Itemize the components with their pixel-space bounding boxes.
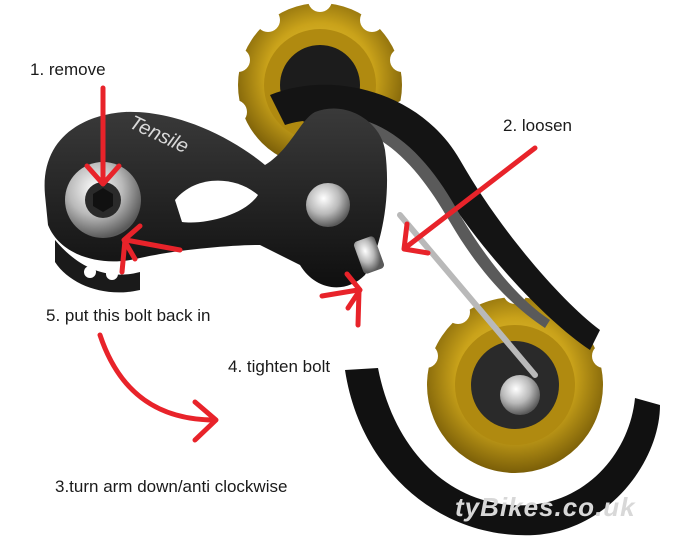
- pivot-bolt: [306, 183, 350, 227]
- arrow-put-bolt-back: [119, 223, 183, 275]
- arrow-turn-arm: [97, 332, 219, 443]
- watermark: tyBikes.co.uk: [455, 492, 636, 522]
- tensioner-cage-slot: [330, 115, 550, 328]
- arrow-tighten-bolt: [319, 271, 363, 328]
- spring-rod: [397, 212, 538, 378]
- step-5-label: 5. put this bolt back in: [46, 306, 211, 325]
- mounting-bolt: [65, 162, 141, 238]
- lower-pulley-bolt: [500, 375, 540, 415]
- lower-cage-guard: [345, 368, 660, 536]
- adjust-bolt: [353, 236, 385, 274]
- tensioner-cage-plate: [270, 84, 600, 350]
- arm-cutout: [175, 180, 258, 223]
- step-1-label: 1. remove: [30, 60, 106, 79]
- step-2-label: 2. loosen: [503, 116, 572, 135]
- flange-hole: [84, 266, 96, 278]
- arrow-loosen: [401, 145, 538, 256]
- step-3-label: 3.turn arm down/anti clockwise: [55, 477, 288, 496]
- arrow-remove: [84, 85, 122, 187]
- step-4-label: 4. tighten bolt: [228, 357, 331, 376]
- flange-hole: [106, 268, 118, 280]
- arm-lower-flange: [55, 240, 140, 293]
